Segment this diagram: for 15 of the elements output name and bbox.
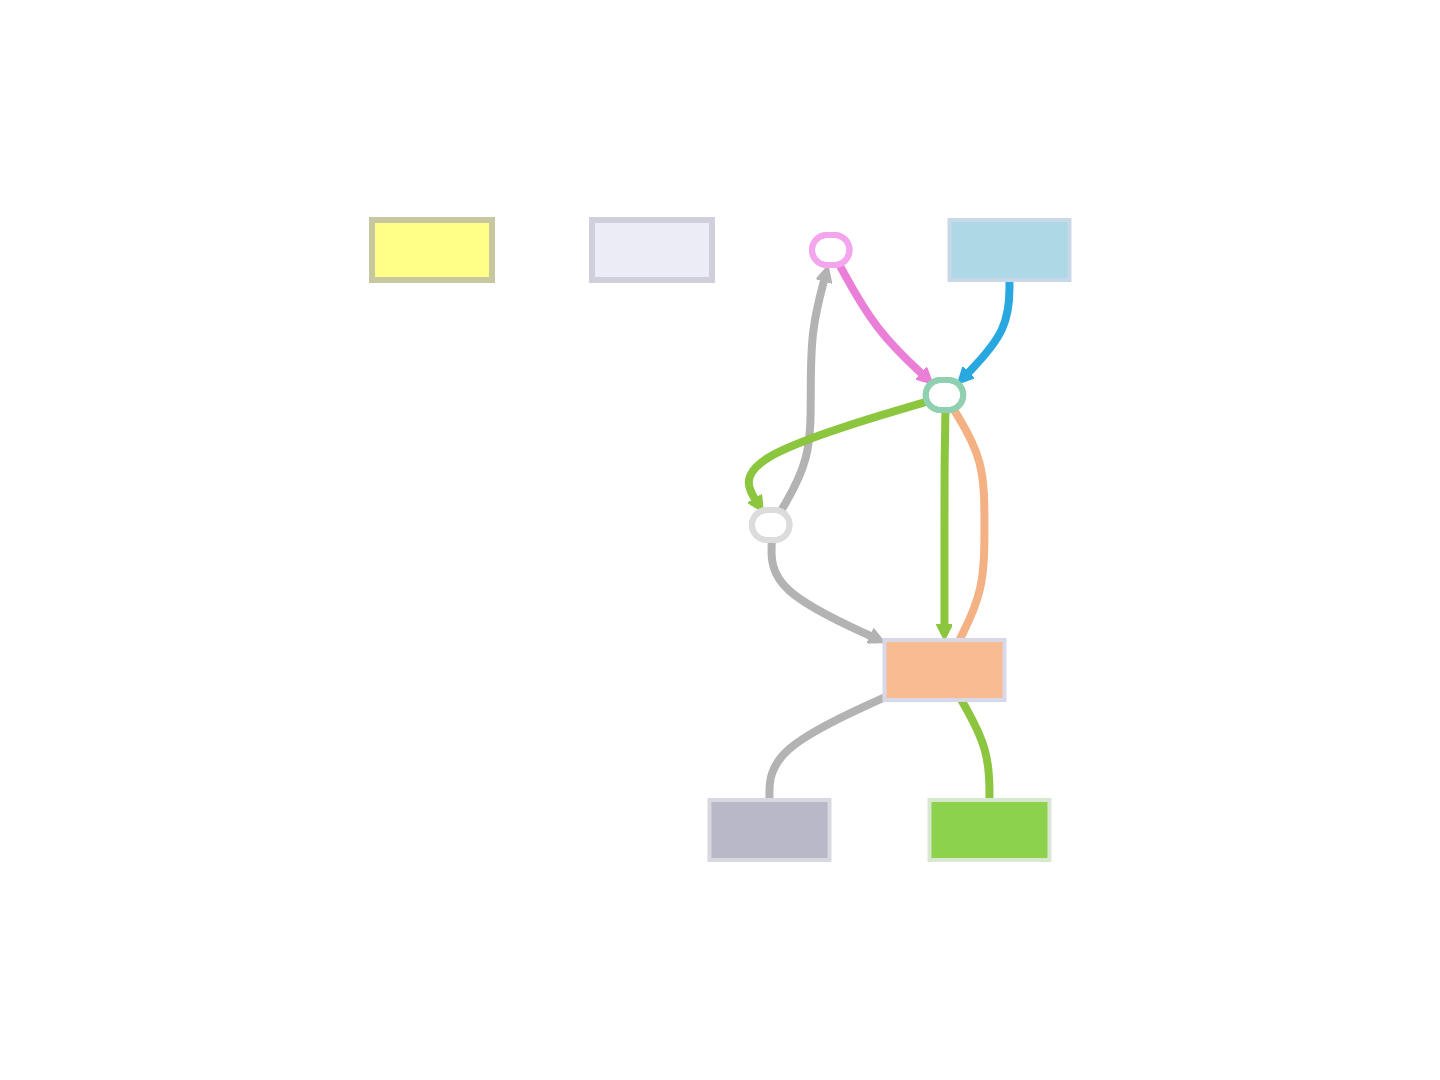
node-box (946, 218, 1071, 282)
arrow (744, 397, 929, 513)
node-box (926, 797, 1051, 862)
connector (950, 408, 988, 642)
node-bar (368, 217, 495, 283)
node-bar (588, 217, 715, 283)
connector (957, 698, 993, 800)
arrow (766, 540, 885, 644)
connector (764, 693, 886, 800)
arrow (956, 280, 1013, 385)
arrow (835, 263, 933, 385)
arrow (934, 410, 953, 641)
arrow (776, 265, 832, 514)
node-box (706, 797, 831, 862)
node-box (881, 638, 1006, 702)
